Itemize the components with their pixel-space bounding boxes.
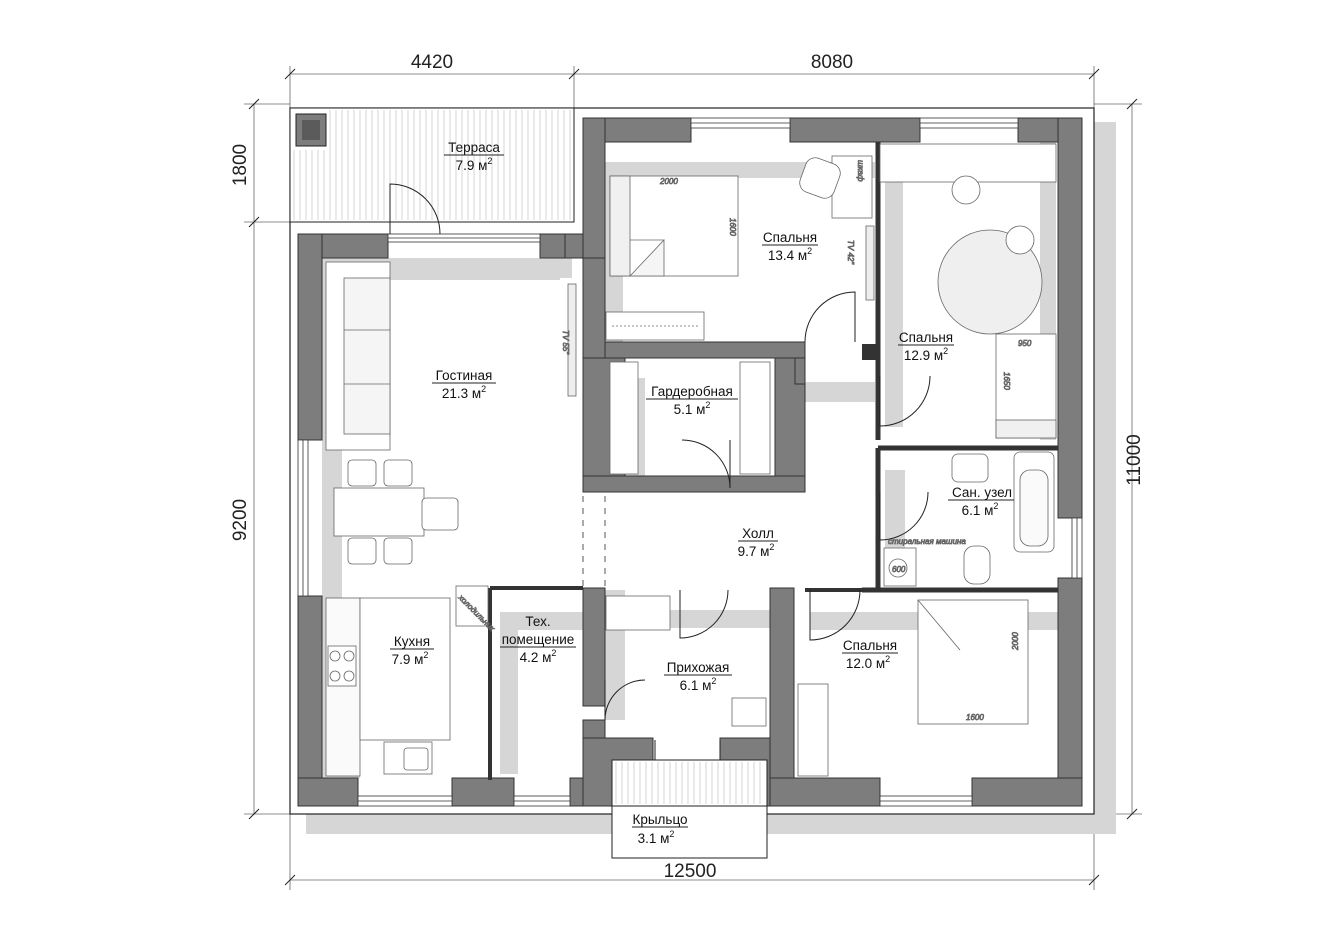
room-area-living: 21.3 м2 [442, 384, 486, 401]
shoe-rack [605, 595, 671, 631]
room-area-hall: 9.7 м2 [738, 542, 775, 559]
label-bedroom1: Спальня 13.4 м2 [762, 230, 818, 263]
dim-right: 11000 [1124, 434, 1145, 485]
room-name-wardrobe: Гардеробная [651, 384, 733, 399]
entry-rug [731, 697, 767, 727]
room-name-bedroom3: Спальня [843, 638, 897, 653]
room-name-hall: Холл [742, 526, 774, 541]
washer-size: 600 [892, 565, 906, 574]
toilet [963, 545, 991, 585]
kitchen-counter [325, 597, 361, 777]
bed3-length: 2000 [1011, 632, 1020, 651]
room-name-bedroom1: Спальня [763, 230, 817, 245]
room-name-tech: Тех. [525, 614, 550, 629]
furniture: TV 55" холодильник 2000 1600 шкаф TV 42" [325, 143, 1057, 777]
tv-stand-bedroom [865, 225, 875, 301]
label-terrace: Терраса 7.9 м2 [444, 140, 504, 173]
label-bedroom2: Спальня 12.9 м2 [898, 330, 954, 363]
room-area-wardrobe: 5.1 м2 [674, 400, 711, 417]
room-name-terrace: Терраса [448, 140, 500, 155]
room-name-living: Гостиная [436, 368, 493, 383]
rug [937, 229, 1043, 335]
bed2-length: 950 [1018, 339, 1032, 348]
room-name-bedroom2: Спальня [899, 330, 953, 345]
room-area-porch: 3.1 м2 [638, 829, 675, 846]
dresser-1 [605, 311, 705, 341]
room-area-kitchen: 7.9 м2 [392, 650, 429, 667]
washer-label: стиральная машина [888, 537, 966, 546]
label-porch: Крыльцо 3.1 м2 [632, 812, 688, 846]
windows [297, 117, 1083, 807]
dim-top-right: 8080 [811, 52, 853, 73]
terrace-deck [289, 107, 575, 223]
room-area-bedroom1: 13.4 м2 [768, 246, 812, 263]
label-entry: Прихожая 6.1 м2 [664, 660, 732, 693]
kitchen-island [359, 597, 451, 741]
dim-top-left: 4420 [411, 52, 453, 73]
fridge [455, 585, 489, 627]
washbasin [951, 453, 989, 483]
room-area-bathroom: 6.1 м2 [962, 501, 999, 518]
room-labels: Терраса 7.9 м2 Гостиная 21.3 м2 Спальня … [390, 140, 1014, 846]
dining-table [333, 487, 425, 537]
tv-label-bedroom: TV 42" [846, 240, 855, 265]
label-tech: Тех. помещение 4.2 м2 [500, 614, 576, 665]
wardrobe-small-label: шкаф [856, 160, 865, 182]
room-area-entry: 6.1 м2 [680, 676, 717, 693]
label-hall: Холл 9.7 м2 [738, 526, 778, 559]
dresser-3 [797, 683, 829, 777]
desk-1 [831, 155, 873, 219]
room-area-bedroom2: 12.9 м2 [904, 346, 948, 363]
bed-1 [609, 175, 739, 277]
room-name-tech-2: помещение [502, 632, 575, 647]
bed3-width: 1600 [966, 713, 984, 722]
bed-3 [917, 599, 1029, 725]
label-living: Гостиная 21.3 м2 [432, 368, 496, 401]
room-name-bathroom: Сан. узел [952, 485, 1012, 500]
dim-left-bottom: 9200 [230, 499, 251, 541]
label-kitchen: Кухня 7.9 м2 [390, 634, 434, 667]
room-area-tech: 4.2 м2 [520, 648, 557, 665]
dim-left-top: 1800 [230, 144, 251, 186]
bed1-width: 1600 [728, 218, 737, 236]
tv-stand-living [567, 283, 577, 397]
porch [611, 759, 768, 859]
room-area-terrace: 7.9 м2 [456, 156, 493, 173]
bed1-length: 2000 [659, 177, 678, 186]
room-name-porch: Крыльцо [632, 812, 687, 827]
dim-bottom: 12500 [664, 861, 717, 882]
room-name-kitchen: Кухня [394, 634, 430, 649]
label-wardrobe: Гардеробная 5.1 м2 [646, 384, 738, 417]
room-name-entry: Прихожая [667, 660, 730, 675]
bed2-width: 1650 [1002, 372, 1011, 390]
tv-label-living: TV 55" [561, 330, 570, 355]
room-area-bedroom3: 12.0 м2 [846, 654, 890, 671]
label-bathroom: Сан. узел 6.1 м2 [948, 485, 1014, 518]
label-bedroom3: Спальня 12.0 м2 [842, 638, 898, 671]
